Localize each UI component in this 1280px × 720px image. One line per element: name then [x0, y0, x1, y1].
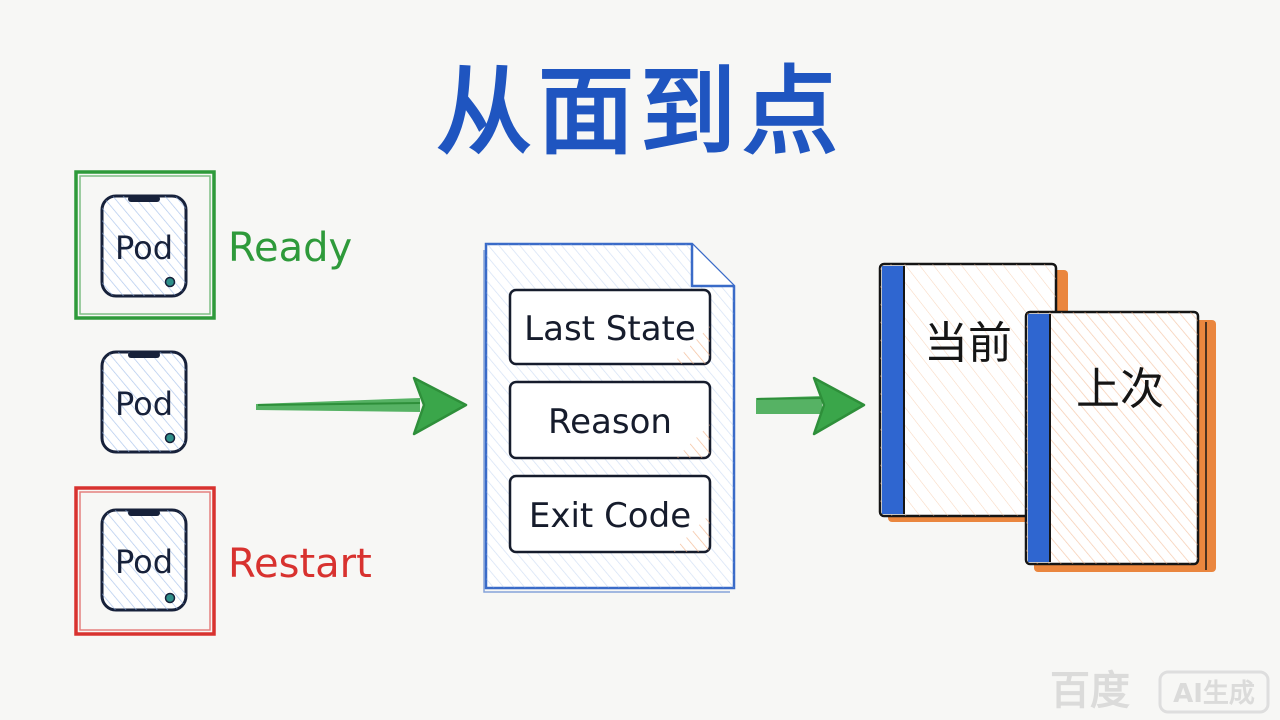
field-label: Reason [548, 402, 672, 442]
pod-label: Pod [115, 385, 173, 423]
field-exit-code: Exit Code [508, 474, 712, 554]
pod-label: Pod [115, 229, 173, 267]
status-restart-label: Restart [228, 541, 372, 587]
pod-icon: Pod [100, 350, 188, 454]
ready-highlight-box [74, 170, 216, 320]
book-label: 上次 [1076, 364, 1164, 415]
status-ready-label: Ready [228, 225, 353, 271]
field-label: Exit Code [529, 496, 691, 536]
field-reason: Reason [508, 380, 712, 460]
field-last-state: Last State [508, 288, 712, 366]
pod-restart-group: Pod [74, 486, 216, 636]
diagram-title: 从面到点 [436, 56, 844, 168]
arrow-right-icon [756, 376, 866, 436]
watermark-brand: 百度 [1050, 668, 1130, 714]
watermark-tag: AI生成 [1173, 679, 1255, 709]
pod-icon: Pod [100, 508, 188, 612]
pod-ready-group: Pod [74, 170, 216, 320]
arrow-right-icon [256, 376, 468, 436]
book-current: 当前 [878, 262, 1068, 522]
status-document: Last State Reason Exit Code [483, 242, 736, 593]
book-previous: 上次 [1024, 310, 1216, 572]
watermark: 百度 AI生成 [1050, 668, 1270, 714]
book-label: 当前 [924, 318, 1012, 369]
pod-plain-group: Pod [100, 350, 188, 454]
pod-icon: Pod [100, 194, 188, 298]
pod-label: Pod [115, 543, 173, 581]
restart-highlight-box [74, 486, 216, 636]
field-label: Last State [524, 309, 696, 349]
